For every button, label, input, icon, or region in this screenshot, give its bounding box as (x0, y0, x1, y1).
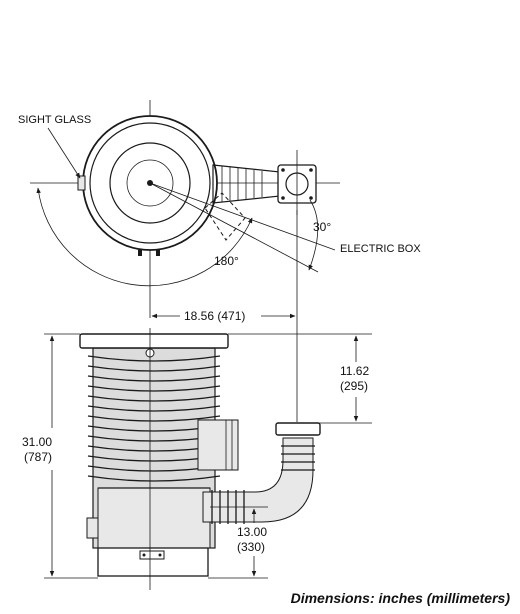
foreline-top-flange (275, 422, 321, 436)
height-inches: 31.00 (22, 435, 52, 449)
top-view (30, 100, 340, 318)
height-mm: (787) (24, 450, 52, 464)
foot-left (138, 250, 142, 256)
angle-arc-180 (36, 187, 253, 287)
units-caption: Dimensions: inches (millimeters) (291, 590, 511, 606)
outlet-height-mm: (330) (237, 540, 265, 554)
sight-glass (77, 175, 86, 191)
inlet-offset-inches: 11.62 (340, 364, 369, 378)
flange-circle (89, 122, 211, 244)
base-plate (139, 550, 165, 560)
angle-180-label: 180° (214, 254, 239, 268)
sight-glass-label: SIGHT GLASS (18, 114, 91, 126)
lower-body (97, 487, 211, 549)
foreline-arm (212, 164, 281, 204)
side-port (86, 517, 99, 539)
electric-box (197, 419, 239, 471)
angle-30-label: 30° (313, 220, 331, 234)
foot-right (156, 250, 160, 256)
outlet-height-inches: 13.00 (237, 525, 267, 539)
sight-glass-leader (47, 127, 81, 179)
inlet-offset-mm: (295) (340, 379, 368, 393)
width-dimension-label: 18.56 (471) (184, 309, 245, 323)
top-flange (79, 333, 229, 349)
angle-arc-30 (308, 199, 319, 271)
electric-box-label: ELECTRIC BOX (340, 243, 421, 255)
side-view (79, 328, 321, 590)
foreline-bellows-top (221, 166, 263, 202)
